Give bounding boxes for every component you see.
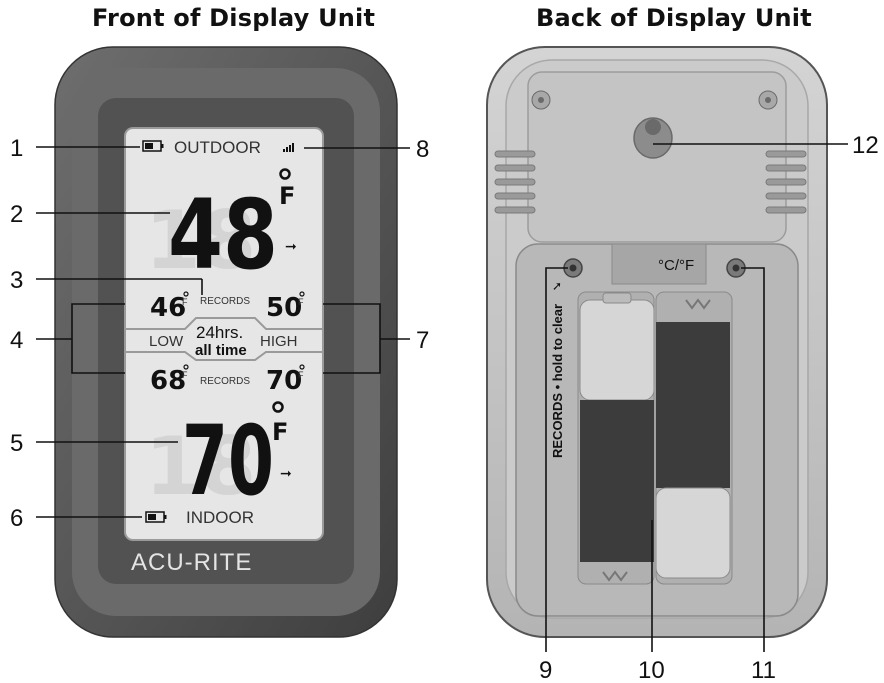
compartment-tab [611,243,707,285]
records-label-bottom: RECORDS [200,376,250,387]
outdoor-high-record: 50 [266,293,302,323]
indoor-unit-symbol: F [272,418,288,446]
hanging-hole-icon [633,117,673,159]
indoor-high-record: 70 [266,366,302,396]
callout-8: 8 [416,136,429,163]
unit-small: F [298,370,304,380]
period-24hrs: 24hrs. [196,323,243,342]
degree-icon-outdoor [279,168,291,180]
callout-2: 2 [10,201,23,228]
unit-switch-center-icon [732,264,740,272]
high-label: HIGH [260,333,298,350]
callout-labels: 1 2 3 4 5 6 7 8 9 10 11 12 [10,132,879,683]
outdoor-temperature: 48 [168,179,278,291]
records-button-label: RECORDS • hold to clear [550,304,565,458]
signal-icon [283,143,294,152]
indoor-temperature: 70 [182,405,274,517]
outdoor-label: OUTDOOR [174,138,261,157]
degree-icon-small [183,291,189,297]
battery-left [579,292,655,562]
back-heading: Back of Display Unit [536,4,812,32]
unit-small: F [182,297,188,307]
vent-slots-right [765,150,807,214]
arrow-icon: ➚ [552,279,562,293]
records-label-top: RECORDS [200,296,250,307]
degree-icon-small [299,291,305,297]
low-label: LOW [149,333,184,350]
screw-icon [531,90,551,110]
callout-12: 12 [852,132,879,159]
callout-10: 10 [638,657,665,683]
screw-icon [758,90,778,110]
indoor-low-record: 68 [150,366,186,396]
indoor-label: INDOOR [186,508,254,527]
spring-icon [602,570,628,582]
callout-9: 9 [539,657,552,683]
trend-arrow-indoor-icon: ➞ [280,465,292,481]
callout-5: 5 [10,430,23,457]
callout-6: 6 [10,505,23,532]
back-unit: °C/°F RECORDS • hold to clear ➚ [486,46,828,638]
degree-icon-small [183,364,189,370]
records-band-outline [124,317,324,361]
callouts [36,143,848,652]
period-all-time: all time [195,342,247,359]
ghost-digit-indoor: 18 [145,420,256,513]
unit-small: F [298,297,304,307]
battery-right [655,322,731,579]
battery-icon-indoor [145,511,167,523]
callout-1: 1 [10,135,23,162]
outdoor-unit-symbol: F [279,182,295,210]
battery-icon-outdoor [142,140,164,152]
front-heading: Front of Display Unit [92,4,376,32]
degree-icon-indoor [272,401,284,413]
unit-small: F [182,370,188,380]
callout-7: 7 [416,327,429,354]
records-button-center-icon [569,264,577,272]
ghost-digit-outdoor: 18 [145,194,256,287]
degree-icon-small [299,364,305,370]
callout-3: 3 [10,267,23,294]
vent-slots-left [494,150,536,214]
trend-arrow-outdoor-icon: ➞ [285,238,297,254]
unit-switch-label: °C/°F [658,257,694,274]
outdoor-low-record: 46 [150,293,186,323]
callout-4: 4 [10,327,23,354]
callout-11: 11 [751,657,776,683]
brand-logo: ACU-RITE [131,549,252,576]
spring-icon [685,298,711,310]
front-unit: OUTDOOR 18 48 F ➞ 46 F RECORDS 50 F LOW … [54,46,398,638]
